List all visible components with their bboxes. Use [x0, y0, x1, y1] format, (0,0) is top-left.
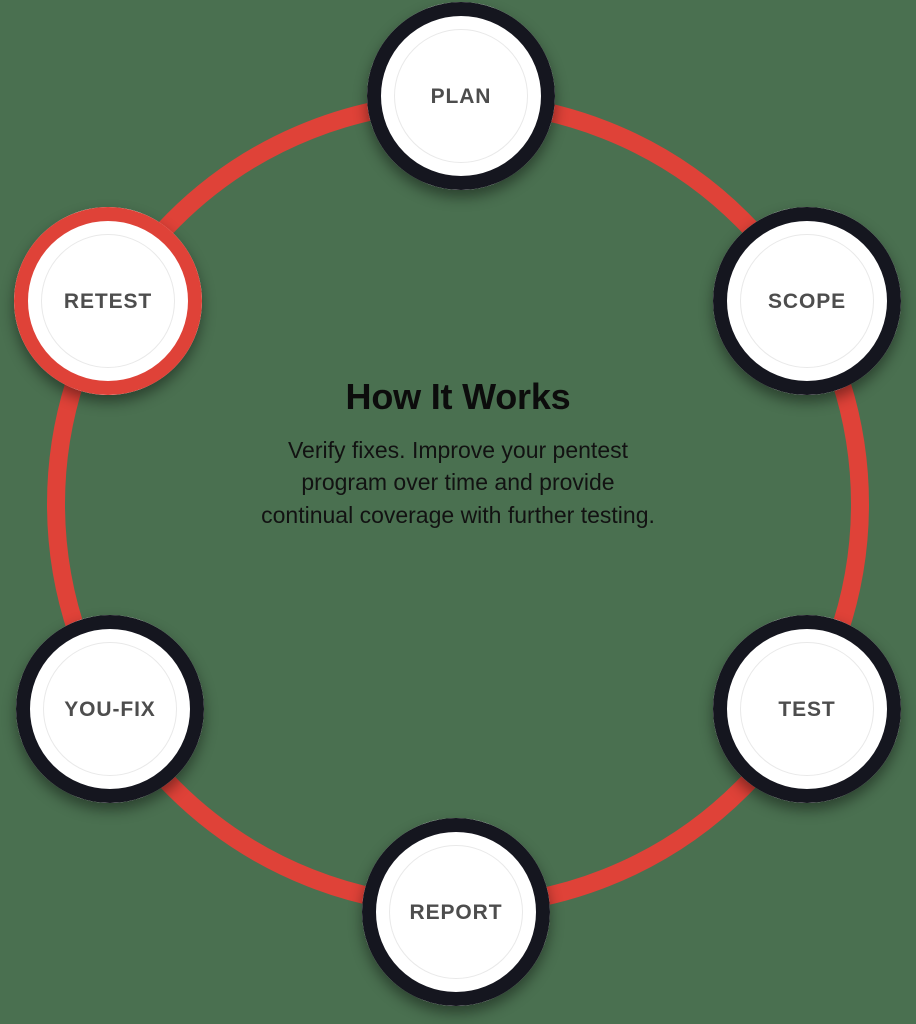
diagram-subtitle-line-1: Verify fixes. Improve your pentest — [287, 436, 629, 463]
cycle-node-label-test: TEST — [778, 697, 836, 721]
node-inner-outline-retest — [41, 234, 175, 368]
cycle-node-label-plan: PLAN — [430, 84, 492, 108]
cycle-node-report[interactable]: REPORT — [362, 818, 550, 1006]
node-inner-outline-you-fix — [43, 642, 177, 776]
cycle-node-retest[interactable]: RETEST — [14, 207, 202, 395]
cycle-node-label-scope: SCOPE — [767, 289, 847, 313]
node-inner-outline-scope — [740, 234, 874, 368]
diagram-title: How It Works — [345, 376, 571, 417]
cycle-node-label-retest: RETEST — [63, 289, 153, 313]
cycle-node-label-report: REPORT — [409, 900, 503, 924]
diagram-subtitle-line-2: program over time and provide — [301, 469, 615, 496]
diagram-subtitle: Verify fixes. Improve your pentest progr… — [158, 434, 758, 532]
node-inner-outline-test — [740, 642, 874, 776]
node-inner-outline-plan — [394, 29, 528, 163]
cycle-node-scope[interactable]: SCOPE — [713, 207, 901, 395]
cycle-node-test[interactable]: TEST — [713, 615, 901, 803]
cycle-node-plan[interactable]: PLAN — [367, 2, 555, 190]
diagram-subtitle-line-3: continual coverage with further testing. — [261, 502, 655, 529]
center-text-block: How It Works Verify fixes. Improve your … — [158, 378, 758, 532]
cycle-node-you-fix[interactable]: YOU-FIX — [16, 615, 204, 803]
cycle-node-label-you-fix: YOU-FIX — [64, 697, 156, 721]
node-inner-outline-report — [389, 845, 523, 979]
